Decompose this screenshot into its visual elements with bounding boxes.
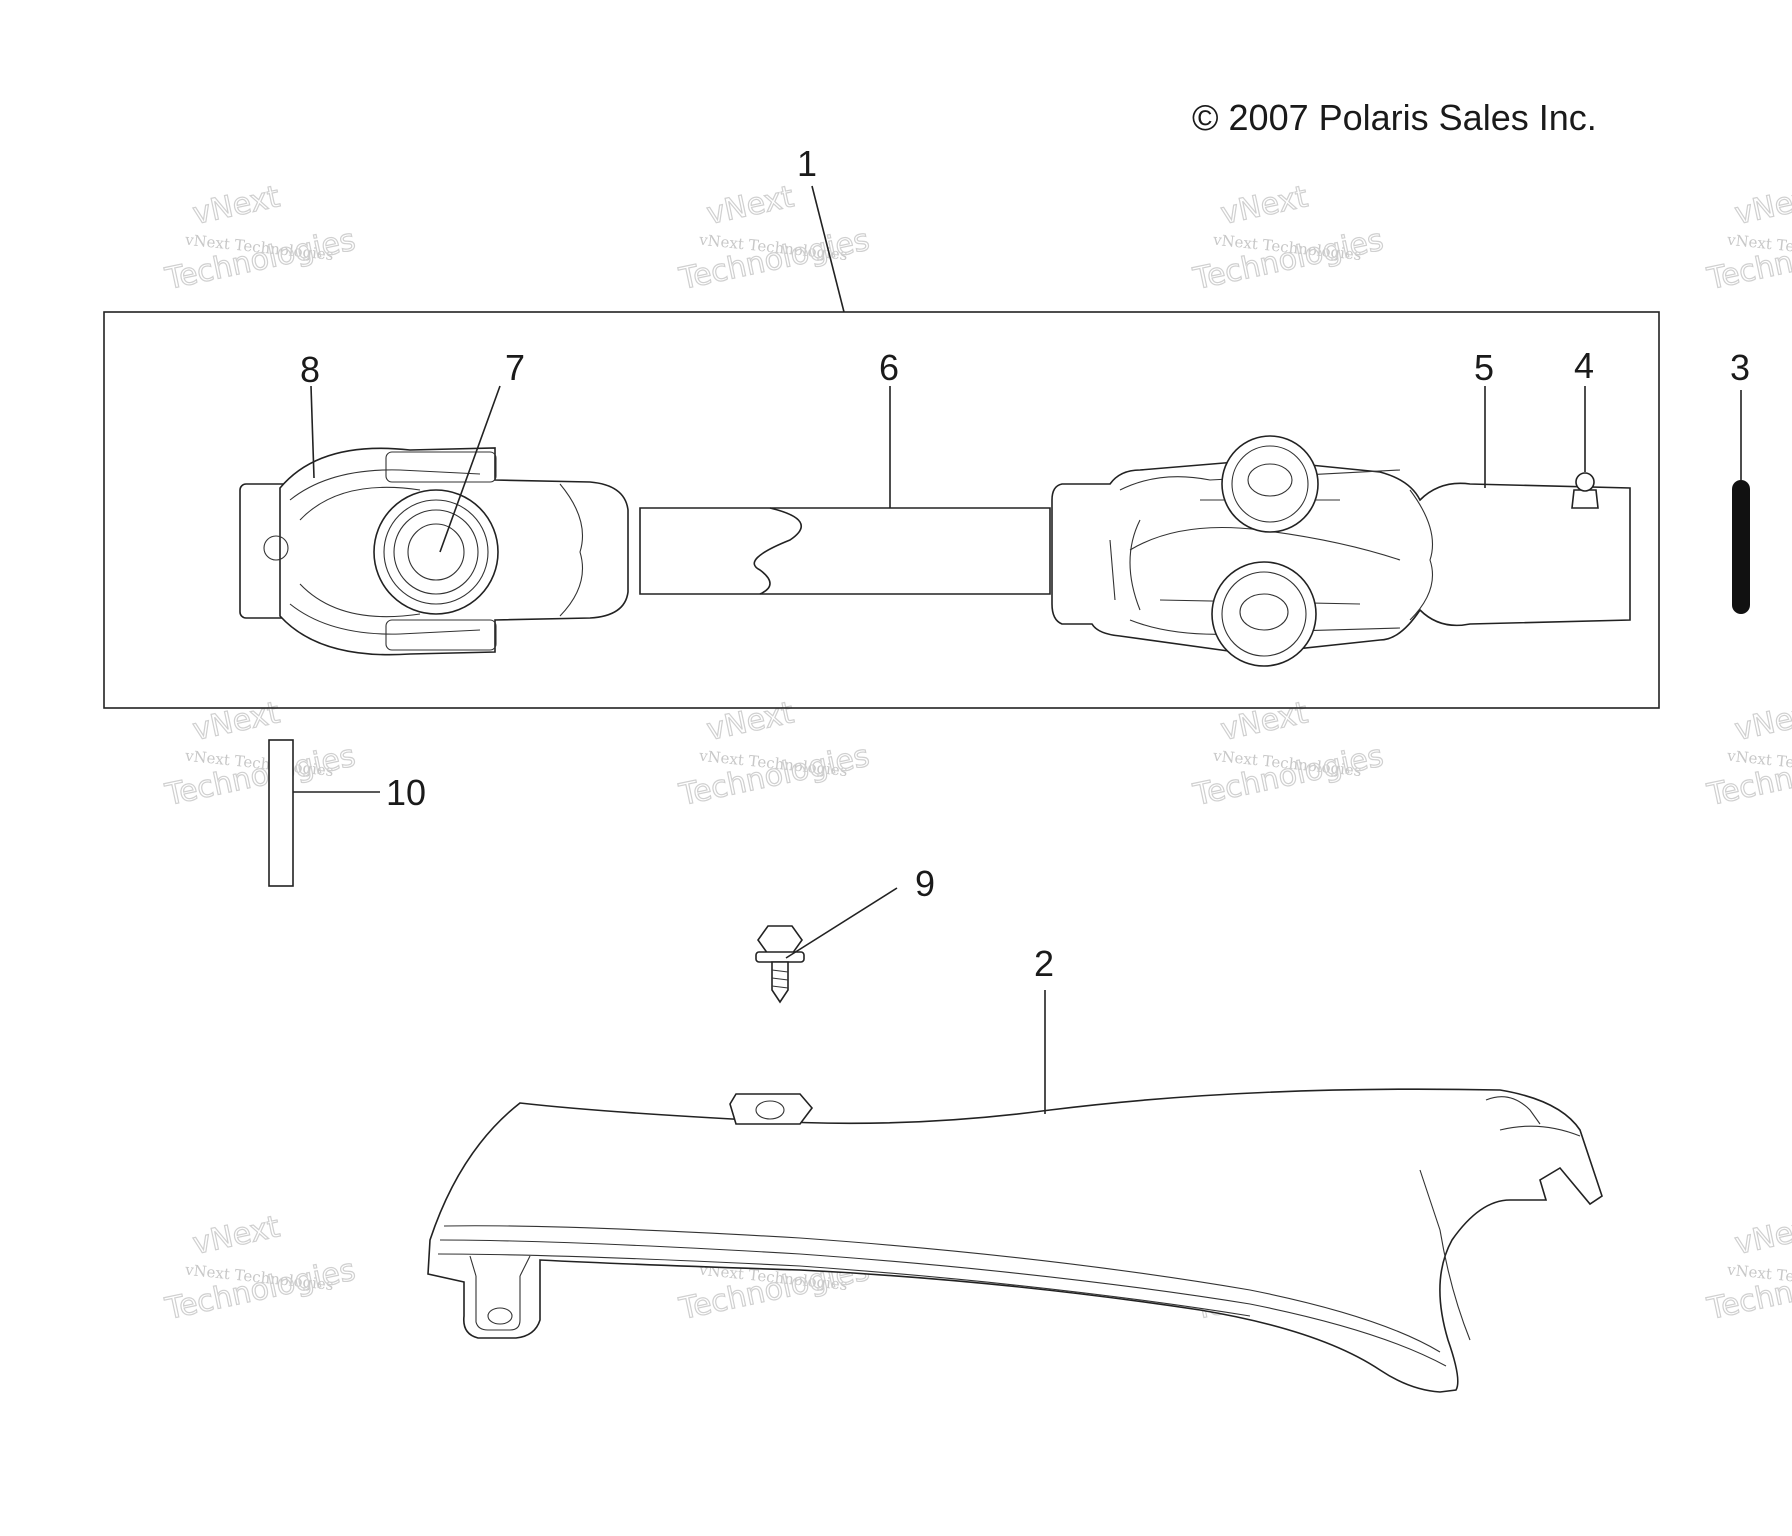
watermark-line-1: vNext: [704, 695, 797, 748]
u-joint-cross-bearing: [373, 489, 499, 615]
callout-7: 7: [505, 347, 525, 388]
assembly-box: [103, 311, 1660, 709]
rear-yoke: [1051, 459, 1631, 655]
copyright-text: © 2007 Polaris Sales Inc.: [1192, 97, 1597, 138]
watermark-line-1: vNext: [190, 1209, 283, 1262]
watermark-line-1: vNext: [704, 179, 797, 232]
grease-fitting: [1571, 472, 1599, 509]
callout-3: 3: [1730, 347, 1750, 388]
watermark-line-1: vNext: [1732, 179, 1792, 232]
callout-10: 10: [386, 772, 426, 813]
watermark-line-1: vNext: [1732, 695, 1792, 748]
watermark-line-1: vNext: [1218, 179, 1311, 232]
watermark-line-1: vNext: [1218, 695, 1311, 748]
flange-bolt: [755, 925, 805, 1004]
retaining-ring: [1732, 480, 1750, 614]
leader-8: [310, 385, 315, 479]
rear-yoke-bearing-top: [1221, 435, 1319, 533]
callout-4: 4: [1574, 345, 1594, 386]
rear-yoke-bearing-bottom: [1211, 561, 1317, 667]
callout-1: 1: [797, 143, 817, 184]
leader-1: [811, 185, 845, 313]
callout-5: 5: [1474, 347, 1494, 388]
watermark-line-1: vNext: [190, 179, 283, 232]
prop-shaft-tube: [639, 507, 1051, 595]
roll-pin: [268, 739, 294, 887]
leader-7: [439, 385, 501, 553]
callout-8: 8: [300, 349, 320, 390]
leader-9: [785, 887, 898, 959]
callout-2: 2: [1034, 943, 1054, 984]
callout-9: 9: [915, 863, 935, 904]
callout-6: 6: [879, 347, 899, 388]
prop-shaft-guard: [427, 1088, 1603, 1393]
watermark-line-1: vNext: [1732, 1209, 1792, 1262]
